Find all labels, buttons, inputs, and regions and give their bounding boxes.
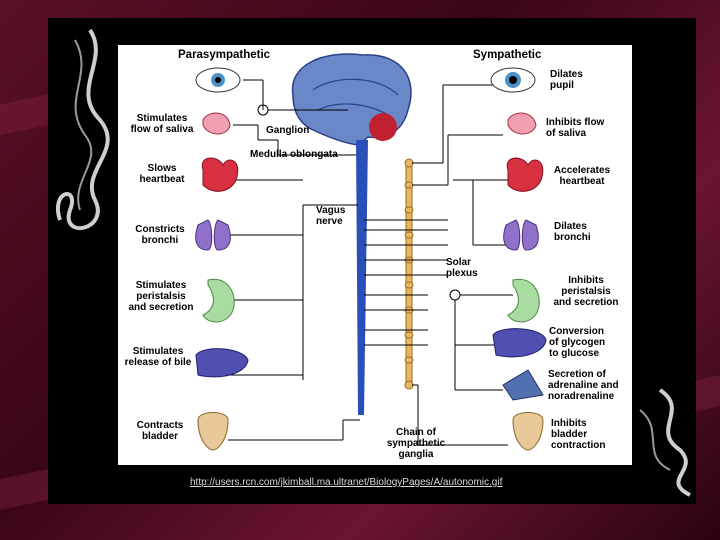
vagus-nerve-label: Vagus nerve (316, 205, 346, 227)
symp-peristalsis-label: Inhibits peristalsis and secretion (553, 275, 619, 308)
sympathetic-title: Sympathetic (473, 49, 542, 61)
salivary-gland-left (202, 112, 231, 135)
diagram-drawing (195, 53, 547, 451)
source-url[interactable]: http://users.rcn.com/jkimball.ma.ultrane… (190, 477, 503, 488)
bladder-right (512, 412, 544, 451)
chain-ganglia-label: Chain of sympathetic ganglia (386, 427, 446, 460)
stomach-right (507, 278, 540, 323)
para-bladder-label: Contracts bladder (136, 420, 184, 442)
symp-bladder-label: Inhibits bladder contraction (551, 418, 606, 451)
liver-right (492, 328, 547, 358)
symp-bronchi-label: Dilates bronchi (554, 221, 591, 243)
para-peristalsis-label: Stimulates peristalsis and secretion (128, 280, 194, 313)
bladder-left (197, 412, 229, 451)
symp-heart-label: Accelerates heartbeat (553, 165, 611, 187)
para-bile-label: Stimulates release of bile (124, 346, 192, 368)
heart-left (201, 157, 239, 192)
liver-left (195, 348, 249, 378)
symp-glycogen-label: Conversion of glycogen to glucose (549, 326, 606, 359)
heart-right (506, 157, 544, 192)
cerebellum (369, 113, 397, 141)
stomach-left (202, 278, 235, 323)
lungs-left (195, 219, 231, 251)
spinal-cord (356, 140, 368, 415)
symp-saliva-label: Inhibits flow of saliva (546, 117, 605, 139)
solar-plexus-label: Solar plexus (446, 257, 478, 279)
lungs-right (503, 219, 539, 251)
para-bronchi-label: Constricts bronchi (135, 224, 185, 246)
adrenal-gland (502, 369, 544, 401)
para-saliva-label: Stimulates flow of saliva (130, 113, 194, 135)
salivary-gland-right (507, 112, 537, 135)
medulla-label: Medulla oblongata (250, 149, 338, 160)
para-heart-label: Slows heartbeat (139, 163, 185, 185)
ganglion-label: Ganglion (266, 125, 310, 136)
symp-pupil-label: Dilates pupil (550, 69, 583, 91)
parasympathetic-title: Parasympathetic (178, 49, 271, 61)
autonomic-diagram: Parasympathetic Sympathetic Stimulates f… (118, 45, 632, 465)
symp-adrenaline-label: Secretion of adrenaline and noradrenalin… (548, 369, 619, 402)
